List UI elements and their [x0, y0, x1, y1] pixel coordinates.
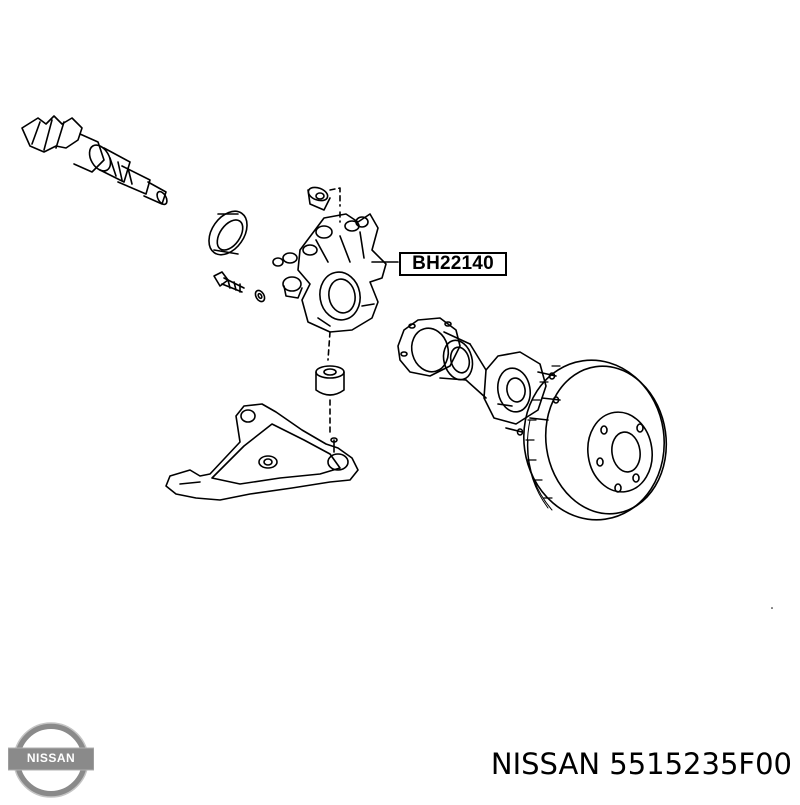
steering-knuckle: [272, 213, 399, 361]
part-number-caption: NISSAN 5515235F00: [352, 744, 792, 784]
drive-shaft: [21, 115, 168, 206]
hub-seal: [208, 210, 248, 256]
wheel-hub: [397, 317, 474, 381]
brake-disc: [522, 359, 668, 521]
nissan-logo-icon: NISSAN: [7, 720, 95, 800]
part-number: 5515235F00: [609, 747, 792, 781]
logo-text: NISSAN: [26, 751, 76, 765]
part-callout-label: BH22140: [399, 252, 507, 276]
lower-bushing: [315, 365, 345, 437]
top-bushing: [307, 186, 341, 223]
hub-flange: [465, 343, 561, 436]
brand-name: NISSAN: [490, 747, 601, 781]
lower-control-arm: [165, 403, 359, 501]
knuckle-bolt: [213, 271, 266, 303]
